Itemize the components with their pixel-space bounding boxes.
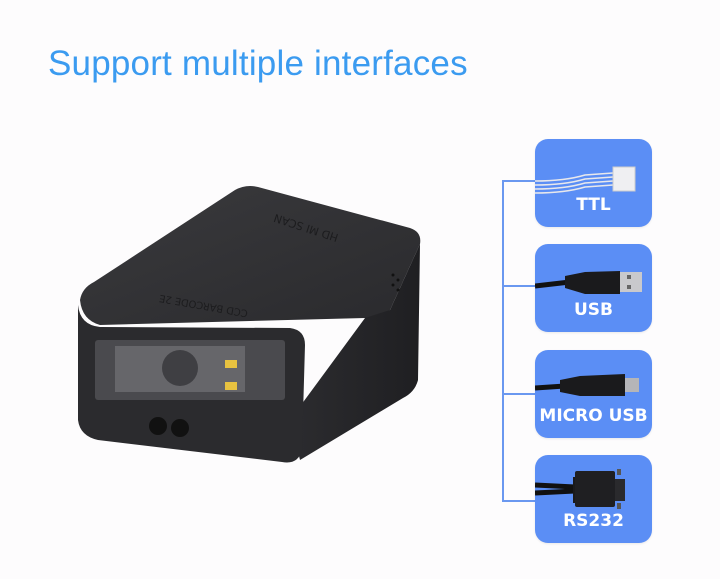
- interface-card-usb: USB: [535, 244, 652, 332]
- rs232-db9-cable-icon: [535, 469, 625, 509]
- micro-usb-cable-icon: [535, 374, 639, 396]
- barcode-scanner-image: HD MI SCAN CCD BARCODE 2E: [60, 170, 430, 475]
- connector-trunk-line: [502, 180, 504, 502]
- interface-label-rs232: RS232: [563, 511, 624, 531]
- page-title: Support multiple interfaces: [48, 44, 468, 83]
- interface-card-rs232: RS232: [535, 455, 652, 543]
- interface-label-micro-usb: MICRO USB: [539, 406, 648, 426]
- interface-card-micro-usb: MICRO USB: [535, 350, 652, 438]
- connector-line-usb: [502, 285, 536, 287]
- interface-card-ttl: TTL: [535, 139, 652, 227]
- interface-label-usb: USB: [573, 300, 613, 320]
- connector-line-micro-usb: [502, 393, 536, 395]
- connector-line-ttl: [502, 180, 536, 182]
- interface-label-ttl: TTL: [576, 195, 611, 215]
- usb-a-cable-icon: [535, 271, 642, 294]
- connector-line-rs232: [502, 500, 536, 502]
- ttl-wire-connector-icon: [535, 166, 636, 194]
